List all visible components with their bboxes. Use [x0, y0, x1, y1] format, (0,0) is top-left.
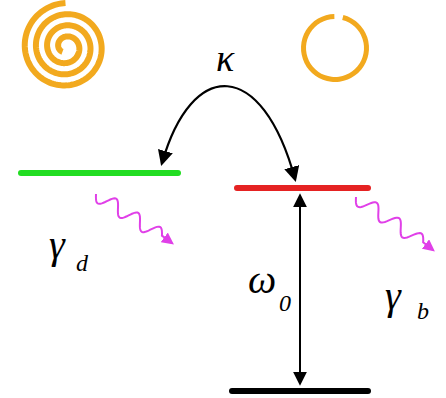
decay-symbol: γ — [385, 276, 401, 316]
decay-wave-bright — [356, 197, 433, 250]
subscript: b — [417, 299, 429, 323]
dark-level — [21, 170, 178, 176]
decay-symbol: γ — [49, 225, 65, 265]
coupling-symbol: κ — [216, 39, 234, 77]
transition-arrow — [299, 196, 301, 383]
bright-level — [237, 185, 368, 191]
split-ring-resonator — [301, 14, 369, 82]
subscript: 0 — [279, 291, 291, 315]
subscript: d — [76, 251, 88, 275]
spiral-resonator — [25, 3, 102, 85]
coupling-arrow — [162, 86, 295, 179]
frequency-symbol: ω — [248, 260, 276, 300]
decay-wave-dark — [96, 194, 172, 243]
ground-level — [232, 388, 368, 394]
